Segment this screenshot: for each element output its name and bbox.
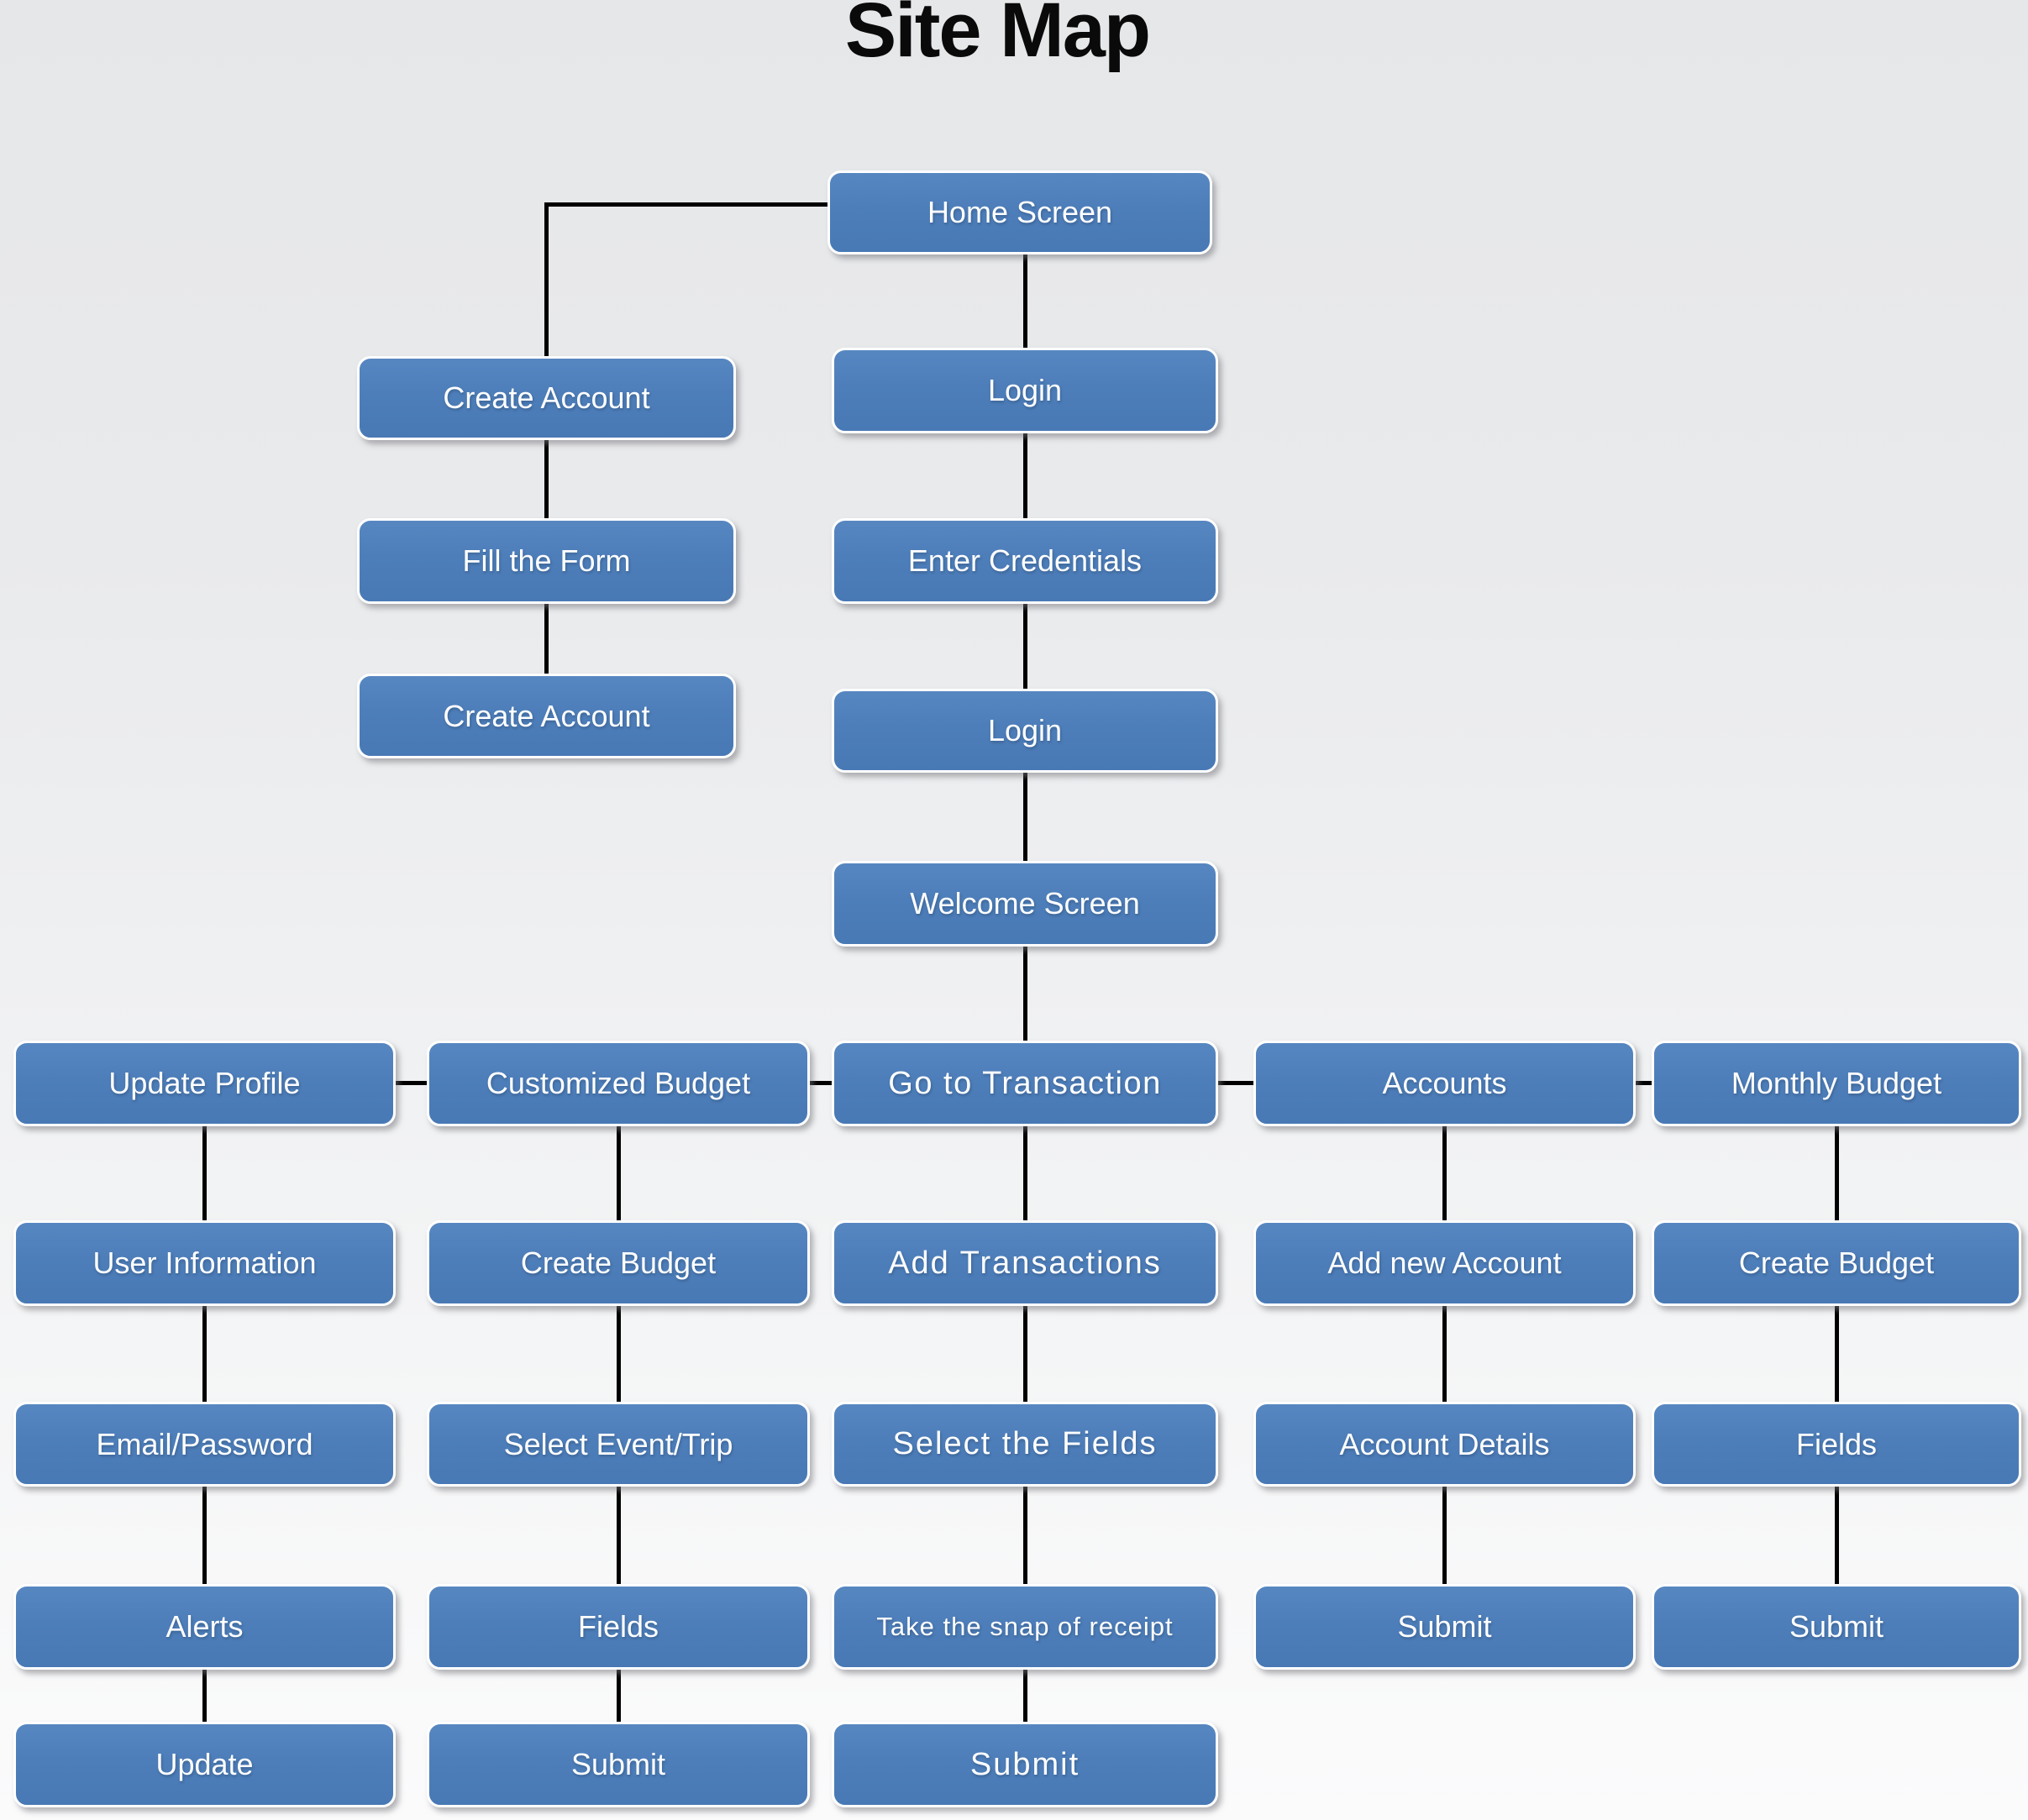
connector-line <box>1636 1081 1652 1085</box>
connector-line <box>617 1306 621 1402</box>
connector-line <box>617 1670 621 1722</box>
connector-line <box>1442 1487 1447 1584</box>
connector-line <box>1023 1487 1027 1584</box>
node-take-snap-of-receipt: Take the snap of receipt <box>832 1584 1218 1670</box>
node-home-screen: Home Screen <box>827 170 1212 254</box>
connector-line <box>1023 604 1027 689</box>
page-title: Site Map <box>844 0 1151 73</box>
node-create-budget-left: Create Budget <box>427 1220 810 1306</box>
node-update-profile: Update Profile <box>13 1041 396 1126</box>
node-account-details: Account Details <box>1253 1402 1636 1487</box>
node-fields-right: Fields <box>1652 1402 2021 1487</box>
connector-line <box>1023 254 1027 348</box>
node-submit-transaction: Submit <box>832 1722 1218 1807</box>
connector-line <box>544 202 549 356</box>
connector-line <box>202 1306 207 1402</box>
node-fill-the-form: Fill the Form <box>357 518 736 604</box>
connector-line <box>202 1487 207 1584</box>
node-add-new-account: Add new Account <box>1253 1220 1636 1306</box>
connector-line <box>1835 1487 1839 1584</box>
connector-line <box>1023 1306 1027 1402</box>
node-update: Update <box>13 1722 396 1807</box>
connector-line <box>810 1081 832 1085</box>
node-welcome-screen: Welcome Screen <box>832 861 1218 947</box>
connector-line <box>1442 1306 1447 1402</box>
node-user-information: User Information <box>13 1220 396 1306</box>
node-create-budget-right: Create Budget <box>1652 1220 2021 1306</box>
connector-line <box>544 440 549 518</box>
connector-line <box>544 604 549 674</box>
node-select-event-trip: Select Event/Trip <box>427 1402 810 1487</box>
node-fields-left: Fields <box>427 1584 810 1670</box>
connector-line <box>1023 947 1027 1041</box>
node-accounts: Accounts <box>1253 1041 1636 1126</box>
node-go-to-transaction: Go to Transaction <box>832 1041 1218 1126</box>
connector-line <box>1023 433 1027 518</box>
connector-line <box>1442 1126 1447 1220</box>
node-select-the-fields: Select the Fields <box>832 1402 1218 1487</box>
node-submit-accounts: Submit <box>1253 1584 1636 1670</box>
node-add-transactions: Add Transactions <box>832 1220 1218 1306</box>
connector-line <box>396 1081 427 1085</box>
node-alerts: Alerts <box>13 1584 396 1670</box>
connector-line <box>1835 1126 1839 1220</box>
node-monthly-budget: Monthly Budget <box>1652 1041 2021 1126</box>
node-customized-budget: Customized Budget <box>427 1041 810 1126</box>
connector-line <box>1023 1126 1027 1220</box>
node-login-2: Login <box>832 689 1218 773</box>
node-login-1: Login <box>832 348 1218 433</box>
connector-line <box>1218 1081 1253 1085</box>
connector-line <box>1023 1670 1027 1722</box>
connector-line <box>544 202 830 207</box>
node-create-account-2: Create Account <box>357 674 736 758</box>
node-submit-budget: Submit <box>427 1722 810 1807</box>
connector-line <box>202 1126 207 1220</box>
connector-line <box>1835 1306 1839 1402</box>
node-email-password: Email/Password <box>13 1402 396 1487</box>
node-create-account-1: Create Account <box>357 356 736 440</box>
connector-line <box>1023 773 1027 861</box>
connector-line <box>617 1487 621 1584</box>
node-enter-credentials: Enter Credentials <box>832 518 1218 604</box>
connector-line <box>617 1126 621 1220</box>
connector-line <box>202 1670 207 1722</box>
node-submit-monthly: Submit <box>1652 1584 2021 1670</box>
